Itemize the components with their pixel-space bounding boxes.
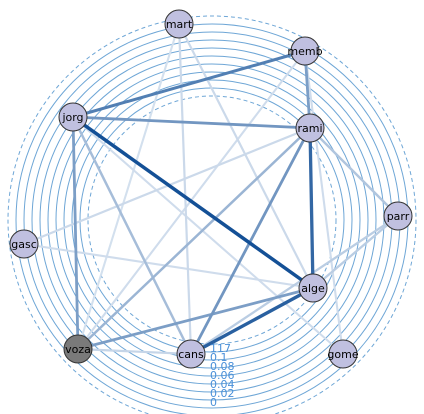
node-label: gome [327, 348, 358, 361]
node-label: voza [65, 343, 91, 356]
node-circle[interactable] [63, 334, 93, 364]
radial-rings [7, 15, 417, 414]
node-parr[interactable]: parr [383, 201, 413, 231]
edge-jorg-memb [71, 49, 307, 119]
edge-voza-rami [76, 126, 312, 351]
node-label: rami [297, 122, 322, 135]
node-circle[interactable] [58, 102, 88, 132]
node-gasc[interactable]: gasc [9, 229, 39, 259]
node-circle[interactable] [290, 36, 320, 66]
node-circle[interactable] [328, 339, 358, 369]
edge-mart-voza [76, 22, 181, 351]
edge-mart-alge [177, 22, 315, 290]
edge-jorg-voza [71, 115, 80, 351]
edge-layer [22, 22, 400, 356]
edge-parr-cans [189, 214, 400, 356]
node-label: mart [166, 18, 193, 31]
node-cans[interactable]: cans [176, 339, 206, 369]
node-label: alge [301, 282, 325, 295]
edge-rami-parr [308, 126, 400, 218]
edge-rami-alge [308, 126, 315, 290]
radial-tick-label: 0.08 [210, 360, 235, 373]
radial-ring [39, 47, 385, 393]
radial-ring [55, 63, 369, 377]
node-mart[interactable]: mart [164, 9, 194, 39]
edge-memb-gome [303, 49, 345, 356]
edge-rami-cans [189, 126, 312, 356]
node-label: jorg [61, 111, 83, 124]
node-alge[interactable]: alge [298, 273, 328, 303]
edge-parr-alge [311, 214, 400, 290]
node-circle[interactable] [164, 9, 194, 39]
radial-tick-label: 117 [210, 342, 231, 355]
radial-tick-label: 0.04 [210, 378, 235, 391]
node-voza[interactable]: voza [63, 334, 93, 364]
radial-tick-label: 0.1 [210, 351, 228, 364]
node-rami[interactable]: rami [295, 113, 325, 143]
edge-jorg-gome [71, 115, 345, 356]
edge-jorg-alge [71, 115, 315, 290]
edge-mart-cans [177, 22, 193, 356]
node-layer: mart memb jorg rami parr gasc alge voza cans gome [9, 9, 413, 369]
node-label: gasc [11, 238, 37, 251]
radial-ring [47, 55, 377, 385]
node-circle[interactable] [383, 201, 413, 231]
radial-tick-label: 0 [210, 396, 217, 409]
radial-ring [7, 15, 417, 414]
edge-voza-cans [76, 347, 193, 356]
node-label: parr [387, 210, 410, 223]
node-circle[interactable] [9, 229, 39, 259]
radial-ring [71, 79, 353, 361]
node-circle[interactable] [298, 273, 328, 303]
node-label: memb [287, 45, 322, 58]
node-gome[interactable]: gome [327, 339, 359, 369]
radial-ring [63, 71, 361, 369]
radial-ring [87, 95, 337, 345]
node-circle[interactable] [176, 339, 206, 369]
node-circle[interactable] [295, 113, 325, 143]
edge-voza-alge [76, 286, 315, 351]
edge-jorg-cans [71, 115, 193, 356]
edge-gasc-alge [22, 242, 315, 290]
node-memb[interactable]: memb [287, 36, 323, 66]
node-label: cans [178, 348, 204, 361]
edge-jorg-rami [71, 115, 312, 130]
radial-tick-label: 0.06 [210, 369, 235, 382]
radial-tick-label: 0.02 [210, 387, 235, 400]
node-jorg[interactable]: jorg [58, 102, 88, 132]
edge-cans-alge [189, 286, 315, 356]
